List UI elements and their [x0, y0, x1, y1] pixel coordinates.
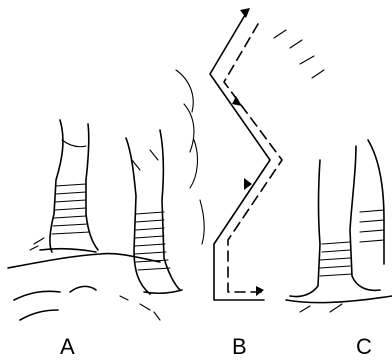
panel-a-drawing: [8, 120, 182, 320]
panel-b-drawing: [176, 8, 324, 300]
arrow-up-icon: [232, 96, 242, 106]
panel-label-a: A: [60, 334, 75, 360]
arrow-right-icon: [256, 286, 264, 296]
panel-c-drawing: [286, 140, 392, 312]
panel-label-b: B: [232, 334, 247, 360]
panel-label-c: C: [356, 334, 372, 360]
arrow-up-icon: [240, 8, 250, 18]
